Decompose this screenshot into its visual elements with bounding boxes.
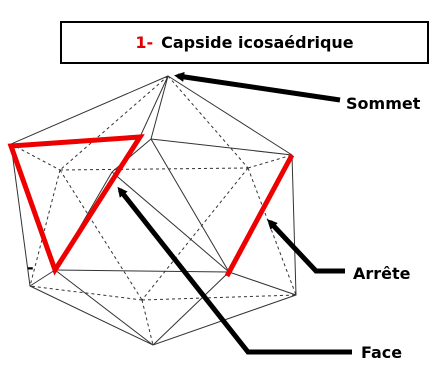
label-sommet: Sommet: [346, 94, 421, 113]
hidden-edges: [10, 75, 297, 346]
highlighted-face: [7, 134, 145, 276]
tick-mark: -: [27, 258, 34, 277]
title-text: Capside icosaédrique: [161, 33, 354, 52]
vertex-arrow: [174, 71, 341, 103]
front-edges: [10, 75, 297, 346]
label-face: Face: [361, 343, 402, 362]
face-arrow: [117, 186, 352, 355]
title-box: 1- Capside icosaédrique: [60, 21, 429, 64]
outer-outline: [10, 75, 297, 346]
label-arrete: Arrête: [353, 264, 411, 283]
edge-arrow: [267, 219, 345, 274]
highlighted-edge: [224, 153, 295, 278]
title-number: 1-: [135, 33, 154, 52]
